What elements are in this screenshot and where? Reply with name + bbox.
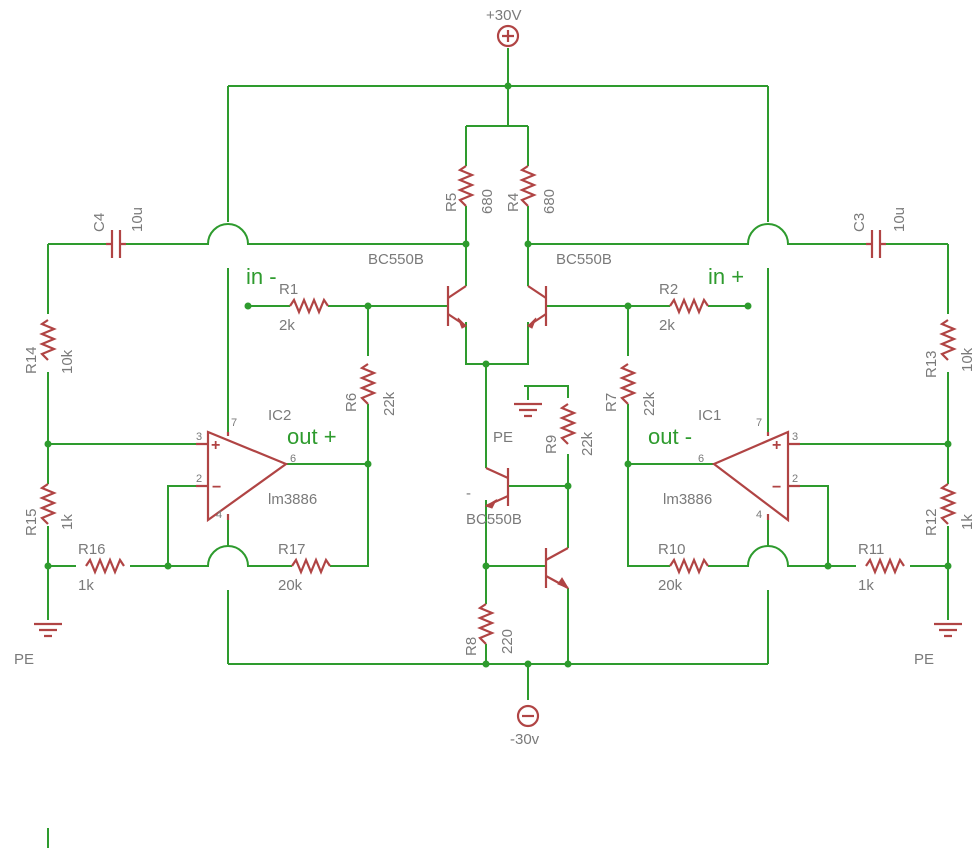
ic2-opamp: + − 3 2 7 4 6 IC2 lm3886 bbox=[196, 407, 317, 523]
negative-supply-label: -30v bbox=[510, 731, 540, 748]
resistor-r11: R11 1k bbox=[858, 541, 905, 594]
r1-name: R1 bbox=[279, 281, 298, 298]
ic1-plus-sign: + bbox=[772, 437, 781, 454]
ic2-plus-sign: + bbox=[211, 437, 220, 454]
r9-value: 22k bbox=[579, 431, 596, 456]
ic1-pin6: 6 bbox=[698, 453, 704, 465]
resistor-r8: R8 220 bbox=[463, 603, 516, 656]
c4-name: C4 bbox=[91, 213, 108, 232]
r6-name: R6 bbox=[343, 393, 360, 412]
ic1-name: IC1 bbox=[698, 407, 721, 424]
junctions bbox=[44, 82, 952, 668]
r17-name: R17 bbox=[278, 541, 306, 558]
r6-value: 22k bbox=[381, 391, 398, 416]
r8-value: 220 bbox=[499, 629, 516, 654]
r4-name: R4 bbox=[505, 193, 522, 212]
resistor-r5: R5 680 bbox=[443, 165, 496, 214]
r9-name: R9 bbox=[543, 435, 560, 454]
capacitor-c3: C3 10u bbox=[851, 207, 908, 258]
r2-name: R2 bbox=[659, 281, 678, 298]
ic1-value: lm3886 bbox=[663, 491, 712, 508]
r4-value: 680 bbox=[541, 189, 558, 214]
r17-value: 20k bbox=[278, 577, 303, 594]
resistor-r15: R15 1k bbox=[23, 483, 76, 536]
resistor-r14: R14 10k bbox=[23, 319, 76, 374]
resistor-r12: R12 1k bbox=[923, 483, 976, 536]
c3-value: 10u bbox=[891, 207, 908, 232]
ground-left-label: PE bbox=[14, 651, 34, 668]
r14-value: 10k bbox=[59, 349, 76, 374]
ic2-value: lm3886 bbox=[268, 491, 317, 508]
resistor-r2: R2 2k bbox=[659, 281, 709, 334]
ic1-pin2: 2 bbox=[792, 473, 798, 485]
ic1-minus-sign: − bbox=[772, 479, 781, 496]
r11-name: R11 bbox=[858, 541, 884, 558]
r13-value: 10k bbox=[959, 347, 976, 372]
r16-name: R16 bbox=[78, 541, 106, 558]
resistor-r7: R7 22k bbox=[603, 363, 658, 416]
ic2-minus-sign: − bbox=[212, 479, 221, 496]
r8-name: R8 bbox=[463, 637, 480, 656]
in-minus-label: in - bbox=[246, 264, 277, 289]
resistor-r6: R6 22k bbox=[343, 363, 398, 416]
r15-name: R15 bbox=[23, 508, 40, 536]
resistor-r16: R16 1k bbox=[78, 541, 125, 594]
resistor-r17: R17 20k bbox=[278, 541, 331, 594]
resistor-r9: R9 22k bbox=[543, 403, 596, 456]
ic2-pin2: 2 bbox=[196, 473, 202, 485]
positive-supply-symbol: +30V bbox=[486, 7, 521, 48]
r14-name: R14 bbox=[23, 346, 40, 374]
resistor-r1: R1 2k bbox=[279, 281, 329, 334]
r7-value: 22k bbox=[641, 391, 658, 416]
positive-supply-label: +30V bbox=[486, 7, 521, 24]
out-minus-label: out - bbox=[648, 424, 692, 449]
capacitor-c4: C4 10u bbox=[91, 207, 146, 258]
ic2-pin3: 3 bbox=[196, 431, 202, 443]
ic1-pin3: 3 bbox=[792, 431, 798, 443]
ground-right-label: PE bbox=[914, 651, 934, 668]
r10-name: R10 bbox=[658, 541, 686, 558]
ic1-pin7: 7 bbox=[756, 417, 762, 429]
resistor-r13: R13 10k bbox=[923, 319, 976, 378]
r5-name: R5 bbox=[443, 193, 460, 212]
q-source-mark: - bbox=[466, 485, 471, 502]
transistor-left: BC550B bbox=[368, 251, 467, 329]
wires bbox=[47, 48, 949, 700]
c3-name: C3 bbox=[851, 213, 868, 232]
in-plus-label: in + bbox=[708, 264, 744, 289]
negative-supply-symbol: -30v bbox=[510, 704, 540, 748]
resistor-r4: R4 680 bbox=[505, 165, 558, 214]
r2-value: 2k bbox=[659, 317, 675, 334]
r12-value: 1k bbox=[959, 514, 976, 530]
r7-name: R7 bbox=[603, 393, 620, 412]
transistor-source: BC550B - bbox=[466, 466, 522, 528]
r5-value: 680 bbox=[479, 189, 496, 214]
transistor-sink bbox=[544, 547, 570, 590]
ic2-name: IC2 bbox=[268, 407, 291, 424]
r13-name: R13 bbox=[923, 350, 940, 378]
ic2-pin6: 6 bbox=[290, 453, 296, 465]
ground-mid-label: PE bbox=[493, 429, 513, 446]
transistor-right: BC550B bbox=[527, 251, 612, 329]
ground-right-symbol: PE bbox=[914, 622, 962, 668]
resistor-r10: R10 20k bbox=[658, 541, 709, 594]
ic2-pin4: 4 bbox=[216, 509, 222, 521]
r10-value: 20k bbox=[658, 577, 683, 594]
ic1-pin4: 4 bbox=[756, 509, 762, 521]
ground-mid-symbol: PE bbox=[493, 402, 542, 446]
q-right-value: BC550B bbox=[556, 251, 612, 268]
ic2-pin7: 7 bbox=[231, 417, 237, 429]
ground-left-symbol: PE bbox=[14, 622, 62, 668]
r16-value: 1k bbox=[78, 577, 94, 594]
r15-value: 1k bbox=[59, 514, 76, 530]
ic1-opamp: + − 3 2 7 4 6 IC1 lm3886 bbox=[663, 407, 800, 523]
r11-value: 1k bbox=[858, 577, 874, 594]
c4-value: 10u bbox=[129, 207, 146, 232]
q-left-value: BC550B bbox=[368, 251, 424, 268]
r12-name: R12 bbox=[923, 508, 940, 536]
r1-value: 2k bbox=[279, 317, 295, 334]
q-source-value: BC550B bbox=[466, 511, 522, 528]
out-plus-label: out + bbox=[287, 424, 337, 449]
